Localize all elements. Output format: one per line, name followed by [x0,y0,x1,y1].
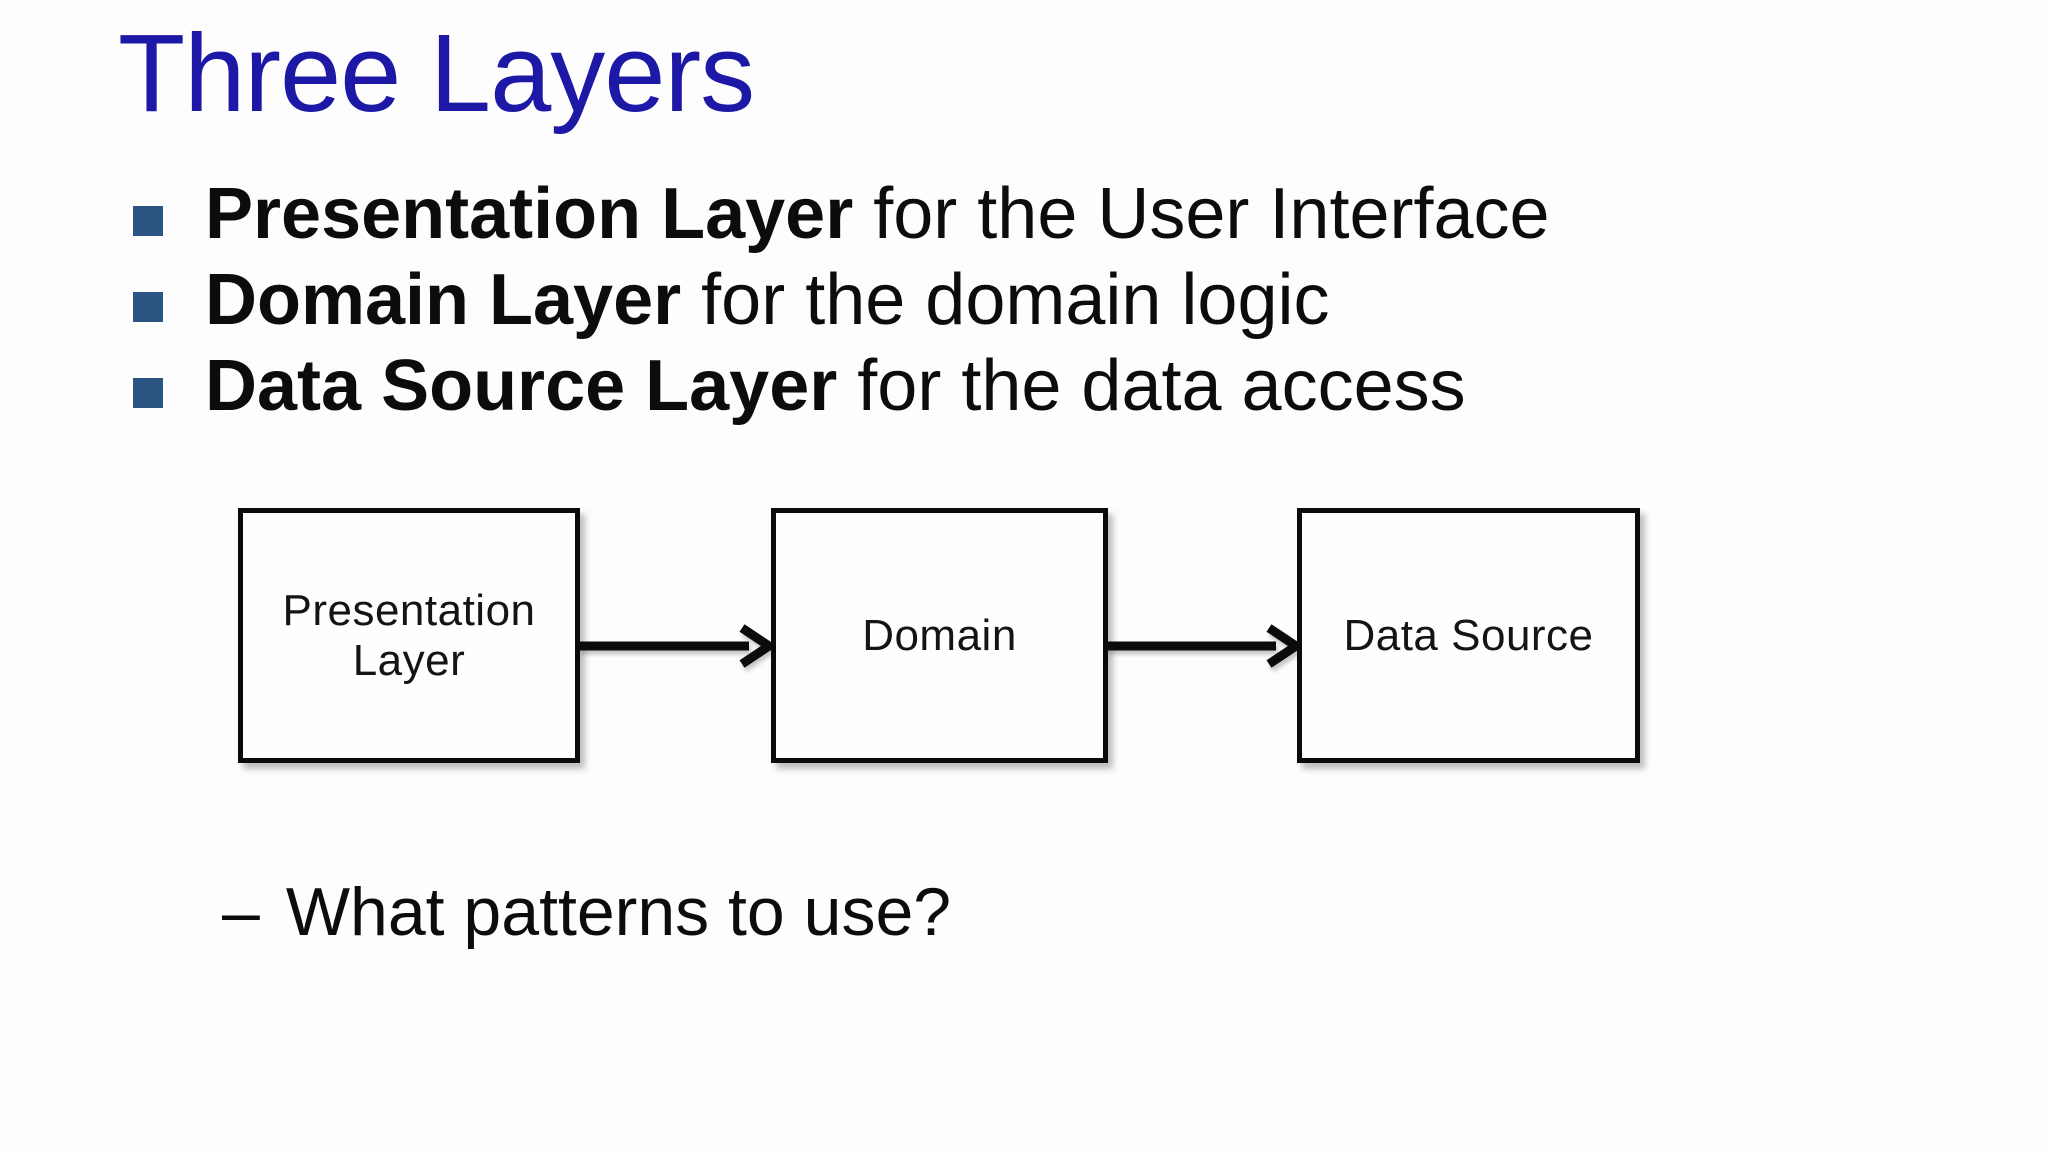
bullet-text: Domain Layer for the domain logic [205,257,1330,343]
diagram-box-data-source: Data Source [1297,508,1640,763]
bullet-list: Presentation Layer for the User Interfac… [133,171,1550,429]
bullet-square-icon [133,292,163,322]
bullet-item-presentation-layer: Presentation Layer for the User Interfac… [133,171,1550,257]
sub-bullet-text: What patterns to use? [285,874,952,950]
bullet-item-data-source-layer: Data Source Layer for the data access [133,343,1550,429]
arrow-right-icon [579,622,775,670]
slide-title: Three Layers [118,12,755,135]
bullet-square-icon [133,206,163,236]
sub-bullet: –What patterns to use? [222,872,951,952]
bullet-square-icon [133,378,163,408]
bullet-bold-text: Domain Layer [205,260,682,340]
bullet-rest-text: for the data access [837,346,1466,426]
bullet-rest-text: for the User Interface [853,174,1550,254]
bullet-item-domain-layer: Domain Layer for the domain logic [133,257,1550,343]
bullet-rest-text: for the domain logic [681,260,1330,340]
bullet-bold-text: Data Source Layer [205,346,838,426]
bullet-bold-text: Presentation Layer [205,174,854,254]
diagram-box-presentation-layer: Presentation Layer [238,508,580,763]
bullet-text: Data Source Layer for the data access [205,343,1466,429]
diagram-box-label: Data Source [1343,610,1594,660]
arrow-right-icon [1106,622,1302,670]
diagram-box-label: Presentation Layer [282,585,536,685]
diagram-box-domain: Domain [771,508,1108,763]
diagram-box-label: Domain [862,610,1017,660]
dash-marker: – [222,874,260,950]
bullet-text: Presentation Layer for the User Interfac… [205,171,1550,257]
